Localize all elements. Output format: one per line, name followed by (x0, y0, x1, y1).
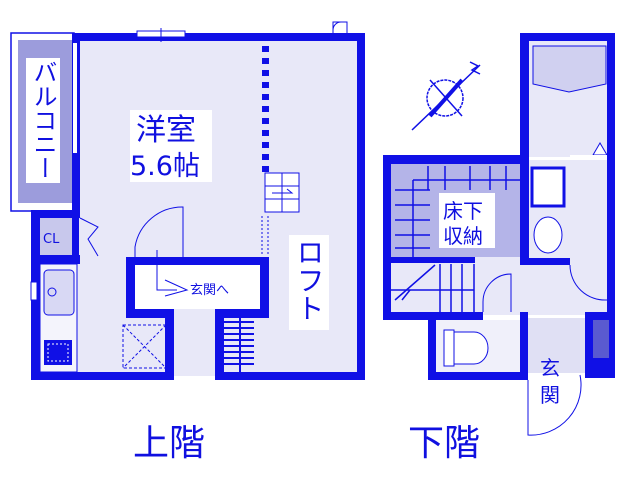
closet (40, 218, 72, 256)
upper-floor-plan: 玄関へ 洋室 5.6帖 ロフト バルコニー CL 上階 (10, 21, 365, 464)
storage-label-2: 収納 (443, 224, 483, 248)
north-arrow-icon (411, 61, 481, 131)
lower-floor-plan: 床下 収納 玄 関 下階 (383, 33, 615, 464)
room-size-label: 5.6帖 (130, 151, 200, 182)
door[interactable] (569, 264, 608, 301)
stairs (391, 264, 475, 312)
ceiling-opening (122, 324, 167, 369)
lower-floor-title: 下階 (408, 423, 480, 464)
washing-machine-icon (530, 166, 566, 208)
entrance-door[interactable] (527, 374, 582, 436)
shoe-cabinet (593, 320, 609, 358)
door[interactable] (134, 206, 184, 257)
loft-label: ロフト (293, 238, 326, 322)
toilet-icon (443, 329, 489, 367)
bathtub-icon (532, 45, 607, 93)
washbasin-icon (533, 216, 563, 254)
closet-label: CL (43, 232, 60, 247)
wall (215, 372, 365, 380)
vent-icon (332, 21, 348, 38)
door[interactable] (482, 273, 512, 312)
loft-boundary (262, 46, 269, 172)
wall (31, 372, 173, 380)
entrance-label-1: 玄 (540, 356, 560, 380)
entrance (528, 318, 585, 373)
closet-door[interactable] (79, 217, 99, 257)
storage-label-1: 床下 (443, 199, 483, 223)
wall (357, 33, 365, 380)
entrance-label-2: 関 (540, 383, 560, 407)
wall (72, 33, 365, 41)
upper-floor-title: 上階 (133, 423, 205, 464)
sink-icon (43, 269, 75, 316)
balcony-label: バルコニー (29, 60, 57, 180)
balcony-window (73, 43, 77, 153)
to-entrance-label: 玄関へ (190, 283, 229, 298)
room-name-label: 洋室 (136, 113, 196, 148)
stairs (224, 318, 254, 372)
arrow-icon (156, 250, 189, 297)
